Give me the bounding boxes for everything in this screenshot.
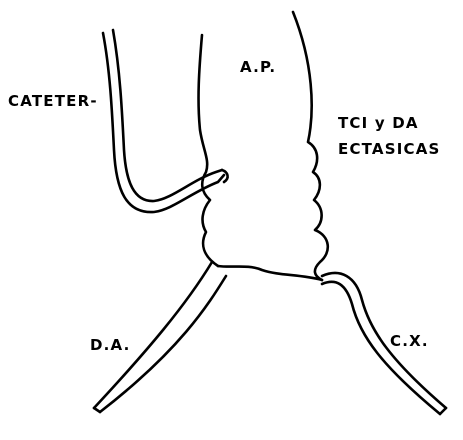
- trunk-bottom-bulges: [218, 266, 322, 280]
- ectasia-note-line1: TCI y DA: [338, 114, 419, 132]
- trunk-right-wall: [293, 12, 328, 280]
- branch-cx-tip: [440, 408, 446, 414]
- trunk-left-wall: [199, 35, 218, 266]
- catheter-label: CATETER-: [8, 92, 98, 110]
- vessel-trunk: [199, 12, 328, 280]
- catheter: [103, 30, 228, 212]
- branch-da-outer-wall: [94, 262, 212, 408]
- ectasia-note-line2: ECTASICAS: [338, 140, 441, 158]
- da-branch-label: D.A.: [90, 336, 131, 354]
- pulmonary-artery-label: A.P.: [240, 58, 276, 76]
- cx-branch-label: C.X.: [390, 332, 429, 350]
- catheter-outer-wall: [103, 33, 224, 212]
- branch-da-tip: [94, 408, 100, 412]
